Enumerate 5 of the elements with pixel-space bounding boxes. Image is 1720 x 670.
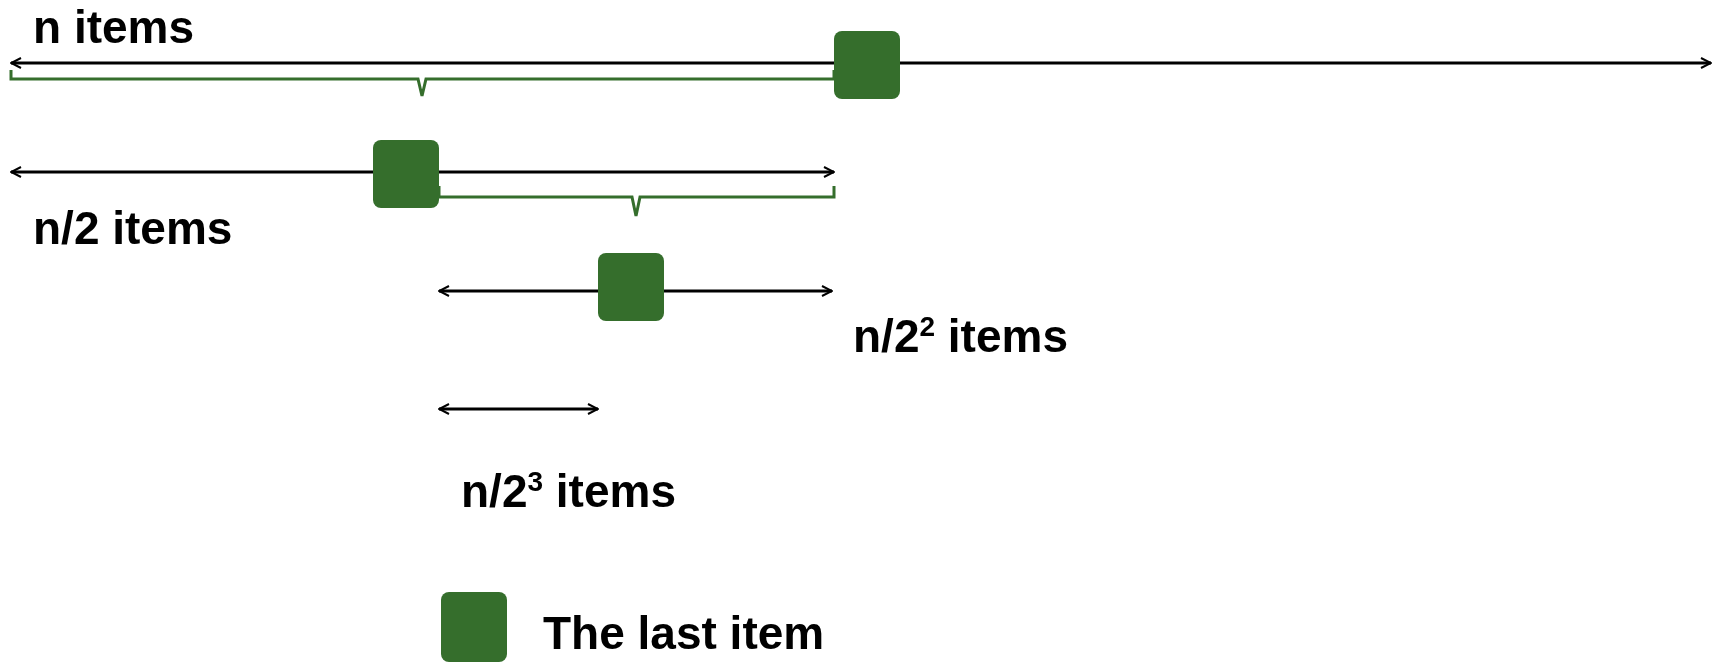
legend-label: The last item <box>543 608 825 658</box>
size-label: n/2$^{2}$ items <box>853 311 1068 361</box>
size-label: n/2$^{3}$ items <box>461 466 676 516</box>
size-label: n/2 items <box>33 203 233 253</box>
size-label: n items <box>33 2 195 52</box>
